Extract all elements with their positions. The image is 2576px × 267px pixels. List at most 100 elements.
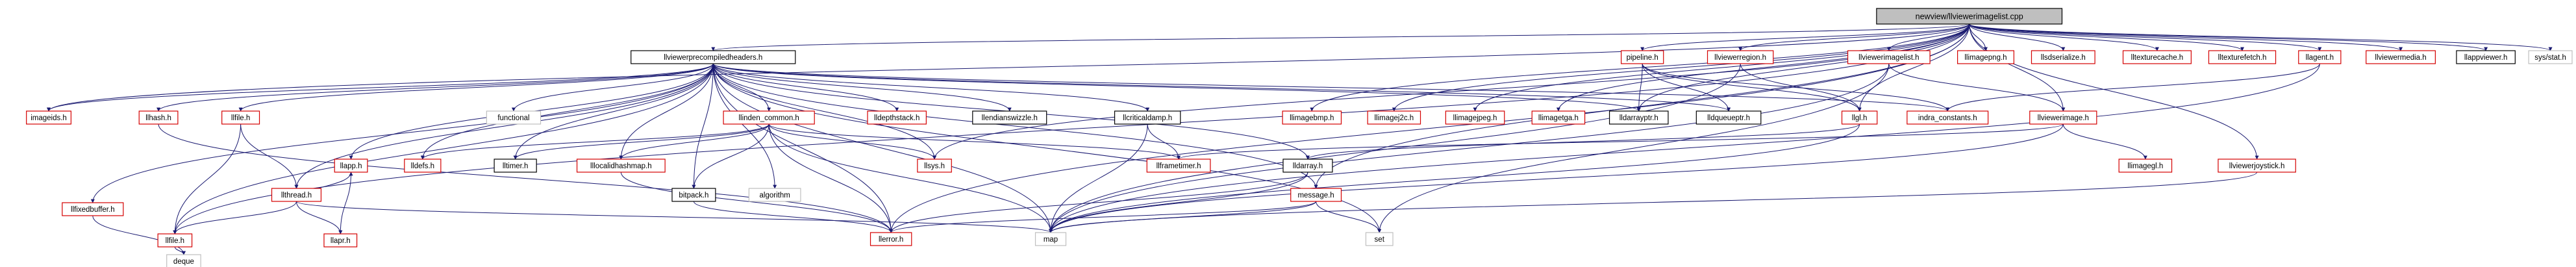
node-llviewerimage[interactable]: llviewerimage.h: [2029, 110, 2097, 125]
node-llerror[interactable]: llerror.h: [869, 232, 912, 246]
node-llviewermedia[interactable]: llviewermedia.h: [2366, 50, 2436, 64]
node-lldarray[interactable]: lldarray.h: [1282, 159, 1333, 173]
node-label-bitpack: bitpack.h: [679, 192, 708, 199]
node-label-llsys: llsys.h: [924, 162, 945, 170]
node-llgl[interactable]: llgl.h: [1841, 110, 1878, 125]
node-llimagetga[interactable]: llimagetga.h: [1531, 110, 1586, 125]
node-label-root: newview/llviewerimagelist.cpp: [1916, 12, 2023, 21]
node-label-functional: functional: [497, 114, 529, 122]
node-lldarrayptr[interactable]: lldarrayptr.h: [1608, 110, 1669, 125]
node-label-llerror: llerror.h: [879, 236, 903, 244]
node-lltexturefetch[interactable]: lltexturefetch.h: [2208, 50, 2277, 64]
edge-pch-to-lldefs: [420, 63, 714, 160]
node-llviewerjoystick[interactable]: llviewerjoystick.h: [2218, 159, 2296, 173]
node-llfixedbuffer[interactable]: llfixedbuffer.h: [62, 202, 124, 216]
node-label-lldefs: lldefs.h: [411, 162, 434, 170]
node-label-message: message.h: [1297, 192, 1334, 199]
edge-root-to-lldarrayptr: [1636, 23, 1970, 112]
node-box-llagent: [2298, 50, 2342, 64]
node-llinden_common[interactable]: llinden_common.h: [723, 110, 815, 125]
edge-pipeline-to-lldarrayptr: [1636, 63, 1643, 112]
node-llsys[interactable]: llsys.h: [917, 159, 952, 173]
node-label-llapr: llapr.h: [331, 237, 351, 245]
node-pipeline[interactable]: pipeline.h: [1621, 50, 1664, 64]
node-set[interactable]: set: [1365, 232, 1394, 246]
node-label-pch: llviewerprecompiledheaders.h: [664, 54, 762, 62]
node-box-llcriticaldamp: [1114, 110, 1181, 125]
edge-message-to-set: [1316, 201, 1382, 233]
edge-llfixedbuffer-to-deque: [92, 215, 186, 255]
node-label-llapp: llapp.h: [340, 162, 362, 170]
node-functional[interactable]: functional: [486, 110, 542, 125]
node-llthread[interactable]: llthread.h: [271, 188, 322, 202]
node-box-imageids: [26, 110, 71, 125]
node-llviewerimagelisth[interactable]: llviewerimagelist.h: [1847, 50, 1931, 64]
node-root[interactable]: newview/llviewerimagelist.cpp: [1876, 8, 2063, 25]
node-sysstat[interactable]: sys/stat.h: [2528, 50, 2573, 64]
node-label-llfixedbuffer: llfixedbuffer.h: [71, 206, 115, 214]
node-bitpack[interactable]: bitpack.h: [671, 188, 716, 202]
edge-llfile2-to-deque: [174, 246, 186, 255]
edge-root-to-llimagej2c: [1392, 23, 1970, 112]
edge-llthread-to-llapr: [295, 201, 343, 235]
node-box-lldarrayptr: [1608, 110, 1669, 125]
node-label-llcriticaldamp: llcriticaldamp.h: [1123, 114, 1172, 122]
edge-pch-to-lldepthstack: [712, 63, 899, 112]
node-llappviewer[interactable]: llappviewer.h: [2456, 50, 2516, 64]
node-lldefs[interactable]: lldefs.h: [404, 159, 442, 173]
edge-pch-to-llfixedbuffer: [90, 63, 714, 203]
node-lldqueueptr[interactable]: lldqueueptr.h: [1695, 110, 1762, 125]
node-label-llfile: llfile.h: [231, 114, 250, 122]
node-llcriticaldamp[interactable]: llcriticaldamp.h: [1114, 110, 1181, 125]
edge-llinden_common-to-llsys: [768, 123, 936, 160]
node-label-lldqueueptr: lldqueueptr.h: [1707, 114, 1750, 122]
node-llapp[interactable]: llapp.h: [334, 159, 368, 173]
node-lllocalidhashmap[interactable]: lllocalidhashmap.h: [576, 159, 666, 173]
edge-llinden_common-to-lllocalidhashmap: [619, 123, 769, 160]
node-llagent[interactable]: llagent.h: [2298, 50, 2342, 64]
node-llfile[interactable]: llfile.h: [221, 110, 260, 125]
node-label-llimagepng: llimagepng.h: [1964, 54, 2007, 62]
node-deque[interactable]: deque: [166, 254, 201, 267]
node-box-llframetimer: [1146, 159, 1211, 173]
node-algorithm[interactable]: algorithm: [748, 188, 801, 202]
node-llimagepng[interactable]: llimagepng.h: [1957, 50, 2014, 64]
node-pch[interactable]: llviewerprecompiledheaders.h: [631, 50, 796, 64]
edge-llviewerimagelisth-to-map: [1049, 63, 1890, 233]
node-label-map: map: [1044, 236, 1058, 244]
edge-root-to-pipeline: [1640, 23, 1970, 51]
node-message[interactable]: message.h: [1290, 188, 1342, 202]
edge-pch-to-map: [712, 63, 1053, 233]
node-box-set: [1365, 232, 1394, 246]
node-label-llframetimer: llframetimer.h: [1157, 162, 1201, 170]
edge-root-to-message: [1314, 23, 1970, 189]
edge-llinden_common-to-lldefs: [420, 123, 769, 160]
node-indra_constants[interactable]: indra_constants.h: [1907, 110, 1989, 125]
edge-pch-to-llinden_common: [712, 63, 771, 112]
node-label-lltexturecache: lltexturecache.h: [2131, 54, 2184, 62]
node-lltexturecache[interactable]: lltexturecache.h: [2122, 50, 2192, 64]
node-lltimer[interactable]: lltimer.h: [494, 159, 537, 173]
edge-llviewerimage-to-map: [1049, 123, 2064, 233]
edge-llinden_common-to-llerror: [768, 123, 894, 233]
node-llsdserialize[interactable]: llsdserialize.h: [2031, 50, 2095, 64]
node-llimagej2c[interactable]: llimagej2c.h: [1367, 110, 1421, 125]
node-llapr[interactable]: llapr.h: [323, 233, 358, 248]
node-llimagebmp[interactable]: llimagebmp.h: [1282, 110, 1342, 125]
node-llimagejpeg[interactable]: llimagejpeg.h: [1445, 110, 1505, 125]
edge-pch-to-lldqueueptr: [712, 63, 1731, 112]
node-lldepthstack[interactable]: lldepthstack.h: [867, 110, 927, 125]
edge-pch-to-bitpack: [692, 63, 714, 189]
node-llhash[interactable]: llhash.h: [138, 110, 179, 125]
edge-llgl-to-map: [1049, 123, 1860, 233]
node-llfile2[interactable]: llfile.h: [157, 233, 193, 248]
node-imageids[interactable]: imageids.h: [26, 110, 71, 125]
node-box-llimagetga: [1531, 110, 1586, 125]
node-llviewerregion[interactable]: llviewerregion.h: [1707, 50, 1774, 64]
node-map[interactable]: map: [1034, 232, 1067, 246]
node-label-llviewerimagelisth: llviewerimagelist.h: [1858, 54, 1919, 62]
node-llframetimer[interactable]: llframetimer.h: [1146, 159, 1211, 173]
node-llimagegl[interactable]: llimagegl.h: [2118, 159, 2173, 173]
node-box-llviewerjoystick: [2218, 159, 2296, 173]
node-llendianswizzle[interactable]: llendianswizzle.h: [972, 110, 1047, 125]
